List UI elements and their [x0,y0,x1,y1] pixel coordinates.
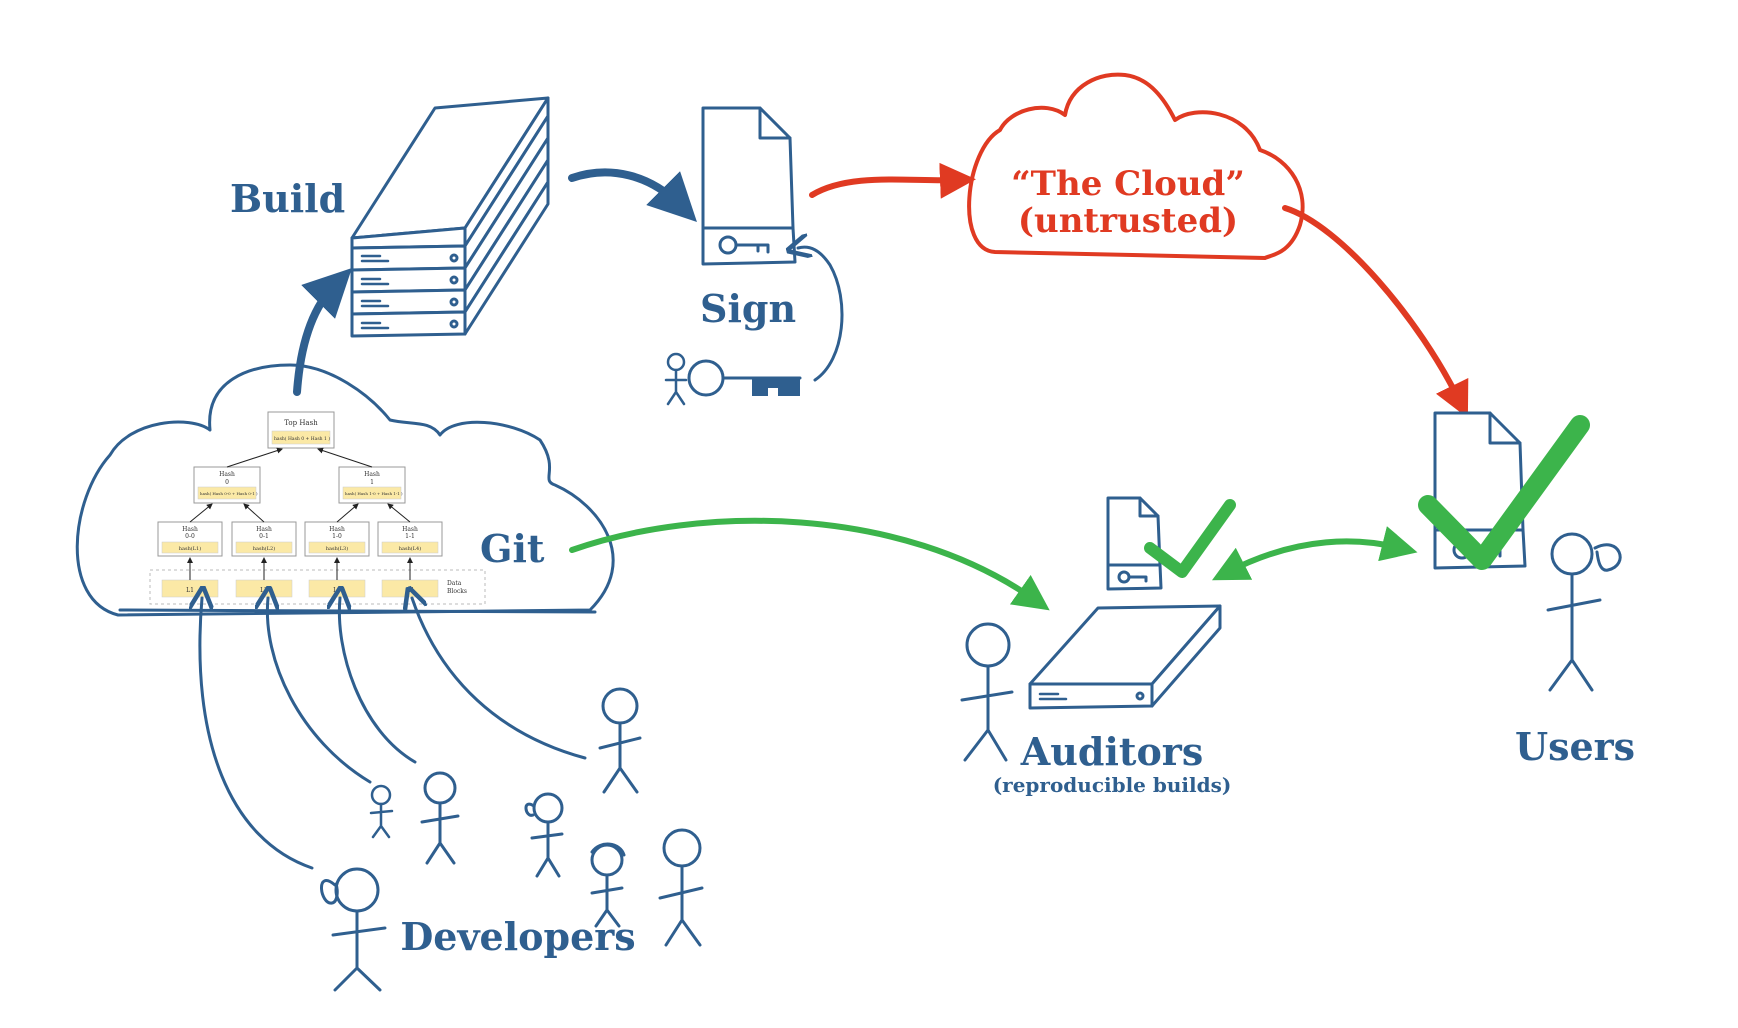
git-to-build-arrow [293,268,352,396]
developers-label: Developers [400,914,635,959]
merkle-hash-0-1-content: hash(L2) [253,545,275,552]
merkle-hash-1-1-content-box [381,541,439,554]
merkle-hash-0-1-subtitle: 0-1 [259,533,269,540]
merkle-hash-1-content: hash( Hash 1-0 + Hash 1-1 ) [345,491,403,496]
merkle-hash-0-0-title: Hash [182,526,198,533]
signer-key-icon [687,359,802,398]
merkle-hash-1-1-title: Hash [402,526,418,533]
merkle-block-l3-label: L3 [333,587,341,594]
merkle-hash-0-content: hash( Hash 0-0 + Hash 0-1 ) [200,491,258,496]
users-checkmark-icon [1418,415,1590,570]
merkle-hash-0-0-content: hash(L1) [179,545,201,552]
cloud-label-line1: “The Cloud” [1011,164,1245,204]
developer-figure-7-icon [658,828,704,947]
merkle-hash-1-0-content: hash(L3) [326,545,348,552]
merkle-top-content-box [271,430,331,445]
merkle-hash-0-content-box [197,486,257,500]
git-label: Git [480,526,545,571]
merkle-block-l2-label: L2 [260,587,268,594]
merkle-hash-0-1-content-box [235,541,293,554]
merkle-hash-0-0-content-box [161,541,219,554]
merkle-top-content: hash( Hash 0 + Hash 1 ) [274,435,330,442]
cloud-label-line2: (untrusted) [1018,201,1238,241]
merkle-hash-1-content-box [342,486,402,500]
merkle-hash-1-0-content-box [308,541,366,554]
merkle-hash-1-1-subtitle: 1-1 [405,533,415,540]
auditor-figure-icon [960,622,1014,762]
merkle-hash-0-0-subtitle: 0-0 [185,533,195,540]
merkle-hash-0-1-title: Hash [256,526,272,533]
developer-figure-6-icon [590,842,626,928]
auditors-sublabel: (reproducible builds) [993,773,1232,797]
merkle-data-blocks-frame [149,569,486,605]
merkle-hash-1-0-subtitle: 1-0 [332,533,342,540]
developer-figure-3-icon [420,771,460,865]
merkle-block-l4-label: L4 [406,587,414,594]
merkle-hash-0-title: Hash [219,471,235,478]
key-to-sign-arrow [798,247,844,382]
merkle-tree: Top Hash hash( Hash 0 + Hash 1 ) Hash 0 … [149,411,486,605]
git-to-auditors-arrow [569,517,1050,611]
sign-label: Sign [700,286,796,331]
merkle-blocks-caption-1: Data [447,580,462,587]
merkle-hash-1-0-title: Hash [329,526,345,533]
signer-figure-icon [664,352,688,406]
developer-figure-4-icon [524,792,564,878]
auditor-checkmark-icon [1144,499,1236,578]
sign-to-cloud-arrow [809,162,976,199]
build-to-sign-arrow [568,168,697,222]
merkle-top-title: Top Hash [284,419,318,427]
merkle-hash-1-title: Hash [364,471,380,478]
signed-document-icon [701,106,797,266]
developer-figure-5-icon [598,687,642,794]
user-figure-icon [1546,532,1622,692]
users-label: Users [1515,724,1635,769]
cloud-icon [967,72,1305,260]
auditors-users-arrow [1211,526,1418,581]
commit-arrows [200,598,587,870]
developer-figure-1-icon [320,867,387,992]
build-label: Build [230,176,345,221]
cloud-to-users-arrow [1282,205,1469,419]
key-icon [718,235,770,255]
auditor-server-icon [1028,604,1222,710]
merkle-hash-1-1-content: hash(L4) [399,545,421,552]
server-stack-icon [350,96,550,338]
auditors-label: Auditors [1020,729,1203,774]
developer-figure-2-icon [369,784,394,839]
merkle-blocks-caption-2: Blocks [447,588,467,595]
merkle-hash-1-subtitle: 1 [370,479,374,486]
merkle-hash-0-subtitle: 0 [225,479,229,486]
merkle-block-l1-label: L1 [186,587,194,594]
